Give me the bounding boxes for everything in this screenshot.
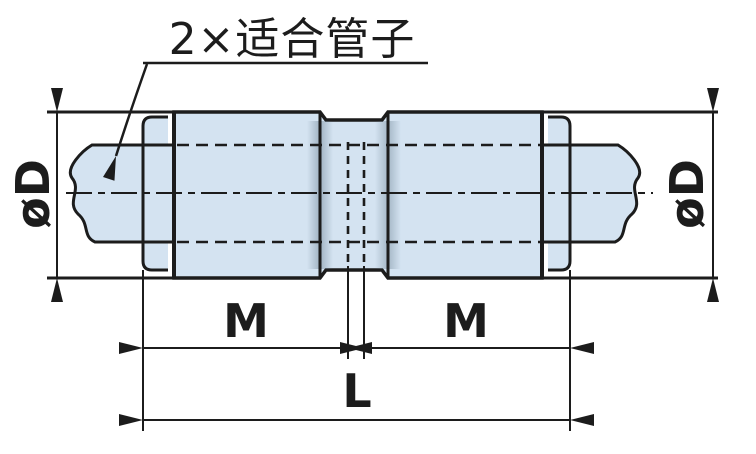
tube-right [540,143,642,244]
m-label-right: M [443,294,489,348]
m-label-left: M [223,294,269,348]
diameter-label-left: øD [6,159,60,229]
callout-label: 2×适合管子 [169,14,416,65]
diameter-label-right: øD [660,159,714,229]
fitting-body-silhouette [172,110,544,280]
length-label: L [342,364,371,418]
leader-line [103,63,149,181]
